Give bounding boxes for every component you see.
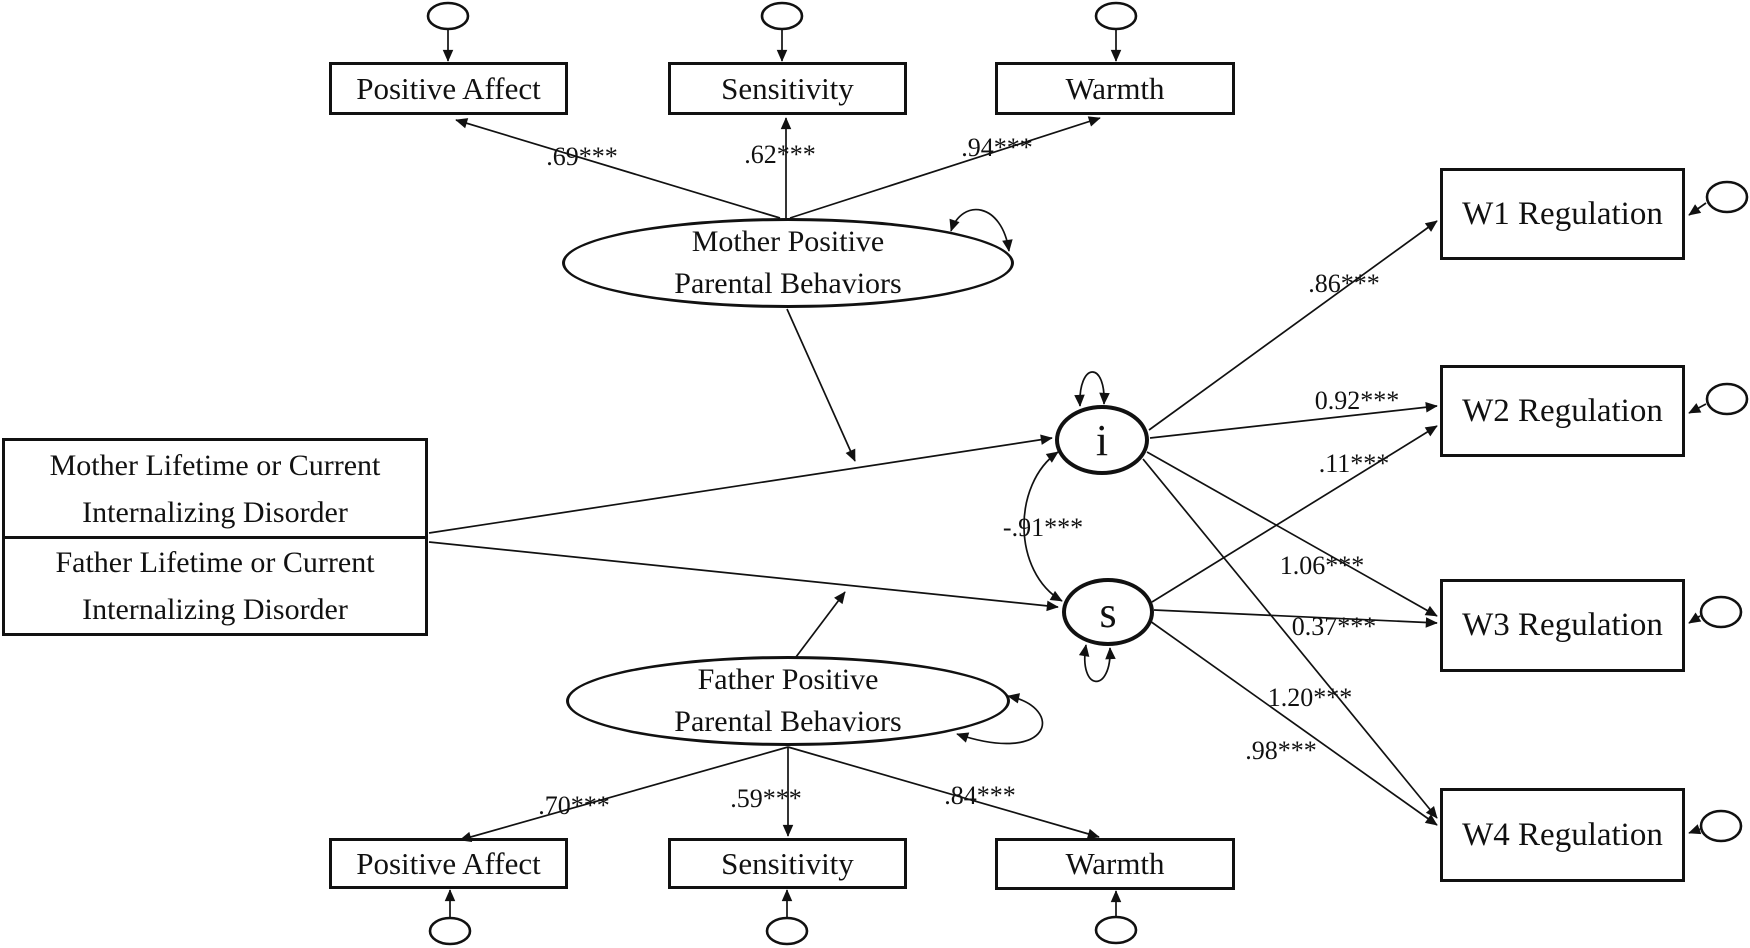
error-arrow-w2 <box>1688 403 1707 414</box>
error-arrow-w4 <box>1688 824 1702 835</box>
latent-father-positive-parental-behaviors: Father Positive Parental Behaviors <box>566 656 1010 746</box>
indicator-top-warmth: Warmth <box>995 62 1235 115</box>
indicator-bottom-sensitivity: Sensitivity <box>668 838 907 889</box>
indicator-label: Warmth <box>1065 846 1165 881</box>
outcome-label: W3 Regulation <box>1462 607 1663 643</box>
indicator-label: Positive Affect <box>356 70 541 106</box>
path-intercept-w3 <box>1146 451 1438 617</box>
path-father-factor-arrow <box>795 591 846 658</box>
latent-label-line2: Parental Behaviors <box>674 267 902 300</box>
coef-intercept-w2: 0.92*** <box>1314 386 1400 415</box>
slope-label: s <box>1099 587 1117 637</box>
indicator-label: Positive Affect <box>356 845 541 881</box>
coef-father-positive-affect: .70*** <box>538 791 610 820</box>
error-ellipse-w1 <box>1705 180 1749 214</box>
coef-father-sensitivity: .59*** <box>730 784 802 813</box>
path-mother-factor-arrow <box>786 308 856 462</box>
predictor-mother-internalizing-disorder: Mother Lifetime or Current Internalizing… <box>2 438 428 539</box>
predictor-label-line1: Mother Lifetime or Current <box>49 448 381 482</box>
loading-mother-warmth <box>789 116 1101 219</box>
coef-intercept-w4: 1.20*** <box>1267 683 1353 712</box>
coef-father-warmth: .84*** <box>944 781 1016 810</box>
predictor-label-line2: Internalizing Disorder <box>82 593 348 626</box>
coef-intercept-w3: 1.06*** <box>1279 551 1365 580</box>
outcome-label: W4 Regulation <box>1462 816 1663 853</box>
outcome-label: W1 Regulation <box>1462 195 1663 232</box>
variance-loop-slope <box>1078 644 1116 683</box>
error-ellipse-bottom-sensitivity <box>765 916 809 946</box>
error-ellipse-w4 <box>1699 809 1743 843</box>
indicator-top-positive-affect: Positive Affect <box>329 62 568 115</box>
coef-slope-w4: .98*** <box>1245 736 1317 765</box>
path-mother-disorder-to-intercept <box>428 434 1053 534</box>
predictor-label-line2: Internalizing Disorder <box>82 495 348 529</box>
variance-loop-intercept <box>1074 371 1110 407</box>
latent-intercept: i <box>1055 405 1149 475</box>
predictor-father-internalizing-disorder: Father Lifetime or Current Internalizing… <box>2 536 428 636</box>
indicator-bottom-positive-affect: Positive Affect <box>329 838 568 889</box>
coef-slope-w3: 0.37*** <box>1291 612 1377 641</box>
latent-label-line1: Mother Positive <box>691 225 885 258</box>
coef-mother-positive-affect: .69*** <box>546 142 618 171</box>
error-arrow-w3 <box>1688 612 1702 624</box>
latent-label-line2: Parental Behaviors <box>674 705 902 738</box>
outcome-label: W2 Regulation <box>1462 392 1663 429</box>
coef-intercept-slope-covariance: -.91*** <box>1002 513 1084 542</box>
error-ellipse-w2 <box>1705 382 1749 416</box>
latent-mother-positive-parental-behaviors: Mother Positive Parental Behaviors <box>562 218 1014 308</box>
latent-label-line1: Father Positive <box>697 663 879 696</box>
error-ellipse-top-sensitivity <box>760 1 804 31</box>
error-ellipse-bottom-positive-affect <box>428 916 472 946</box>
coef-slope-w2: .11*** <box>1318 449 1390 478</box>
predictor-label-line1: Father Lifetime or Current <box>55 546 375 579</box>
error-arrow-w1 <box>1688 202 1707 216</box>
outcome-w2-regulation: W2 Regulation <box>1440 365 1685 457</box>
outcome-w3-regulation: W3 Regulation <box>1440 579 1685 672</box>
indicator-label: Warmth <box>1065 70 1165 106</box>
outcome-w4-regulation: W4 Regulation <box>1440 788 1685 882</box>
indicator-label: Sensitivity <box>721 845 854 881</box>
outcome-w1-regulation: W1 Regulation <box>1440 168 1685 260</box>
path-father-disorder-to-slope <box>428 541 1059 612</box>
error-ellipse-bottom-warmth <box>1094 915 1138 945</box>
coef-intercept-w1: .86*** <box>1308 269 1380 298</box>
coef-mother-sensitivity: .62*** <box>744 140 816 169</box>
error-ellipse-top-positive-affect <box>426 1 470 31</box>
error-ellipse-w3 <box>1699 595 1743 629</box>
indicator-bottom-warmth: Warmth <box>995 838 1235 890</box>
intercept-label: i <box>1095 415 1109 465</box>
error-ellipse-top-warmth <box>1094 1 1138 31</box>
indicator-label: Sensitivity <box>721 70 854 106</box>
latent-slope: s <box>1062 578 1154 646</box>
indicator-top-sensitivity: Sensitivity <box>668 62 907 115</box>
coef-mother-warmth: .94*** <box>961 133 1033 162</box>
path-slope-w4 <box>1149 620 1438 826</box>
loading-mother-positive-affect <box>455 118 781 219</box>
